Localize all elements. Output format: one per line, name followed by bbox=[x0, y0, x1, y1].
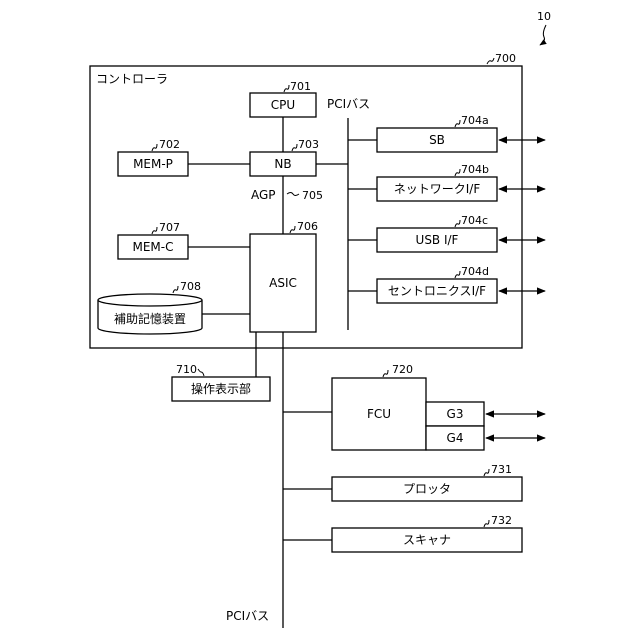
plotter-label: プロッタ bbox=[403, 482, 451, 496]
asic-label: ASIC bbox=[269, 276, 297, 290]
fcu-ref: 720 bbox=[392, 363, 413, 376]
controller-label: コントローラ bbox=[96, 72, 168, 86]
network-if-ref: 704b bbox=[461, 163, 489, 176]
operation-panel-label: 操作表示部 bbox=[191, 381, 251, 396]
g4-label: G4 bbox=[447, 431, 464, 445]
fcu-label: FCU bbox=[367, 407, 391, 421]
mem-c-label: MEM-C bbox=[133, 240, 174, 254]
centronics-if-label: セントロニクスI/F bbox=[388, 284, 486, 298]
plotter-ref: 731 bbox=[491, 463, 512, 476]
network-if-label: ネットワークI/F bbox=[394, 182, 481, 196]
scanner-ref: 732 bbox=[491, 514, 512, 527]
centronics-if-ref: 704d bbox=[461, 265, 489, 278]
figure-ref-arrow bbox=[540, 25, 546, 45]
operation-panel-ref: 710 bbox=[176, 363, 197, 376]
agp-label: AGP bbox=[251, 188, 276, 202]
sb-ref: 704a bbox=[461, 114, 489, 127]
scanner-label: スキャナ bbox=[403, 533, 451, 547]
usb-if-label: USB I/F bbox=[416, 233, 459, 247]
storage-ref: 708 bbox=[180, 280, 201, 293]
plotter-ref-leader bbox=[484, 469, 489, 476]
usb-if-ref: 704c bbox=[461, 214, 488, 227]
cpu-ref: 701 bbox=[290, 80, 311, 93]
mem-p-label: MEM-P bbox=[133, 157, 173, 171]
cpu-label: CPU bbox=[271, 98, 295, 112]
fcu-ref-leader bbox=[383, 370, 388, 377]
nb-label: NB bbox=[274, 157, 291, 171]
g3-label: G3 bbox=[447, 407, 464, 421]
mem-c-ref: 707 bbox=[159, 221, 180, 234]
controller-ref-leader bbox=[487, 58, 494, 64]
storage-label: 補助記憶装置 bbox=[114, 311, 186, 326]
internal-pci-bus-label: PCIバス bbox=[327, 97, 370, 111]
figure-ref: 10 bbox=[537, 10, 551, 23]
mem-p-ref: 702 bbox=[159, 138, 180, 151]
agp-ref: 705 bbox=[302, 189, 323, 202]
operation-panel-ref-leader bbox=[198, 369, 204, 376]
controller-ref: 700 bbox=[495, 52, 516, 65]
sb-label: SB bbox=[429, 133, 445, 147]
main-pci-bus-label: PCIバス bbox=[226, 609, 269, 623]
asic-ref: 706 bbox=[297, 220, 318, 233]
scanner-ref-leader bbox=[484, 520, 489, 527]
nb-ref: 703 bbox=[298, 138, 319, 151]
